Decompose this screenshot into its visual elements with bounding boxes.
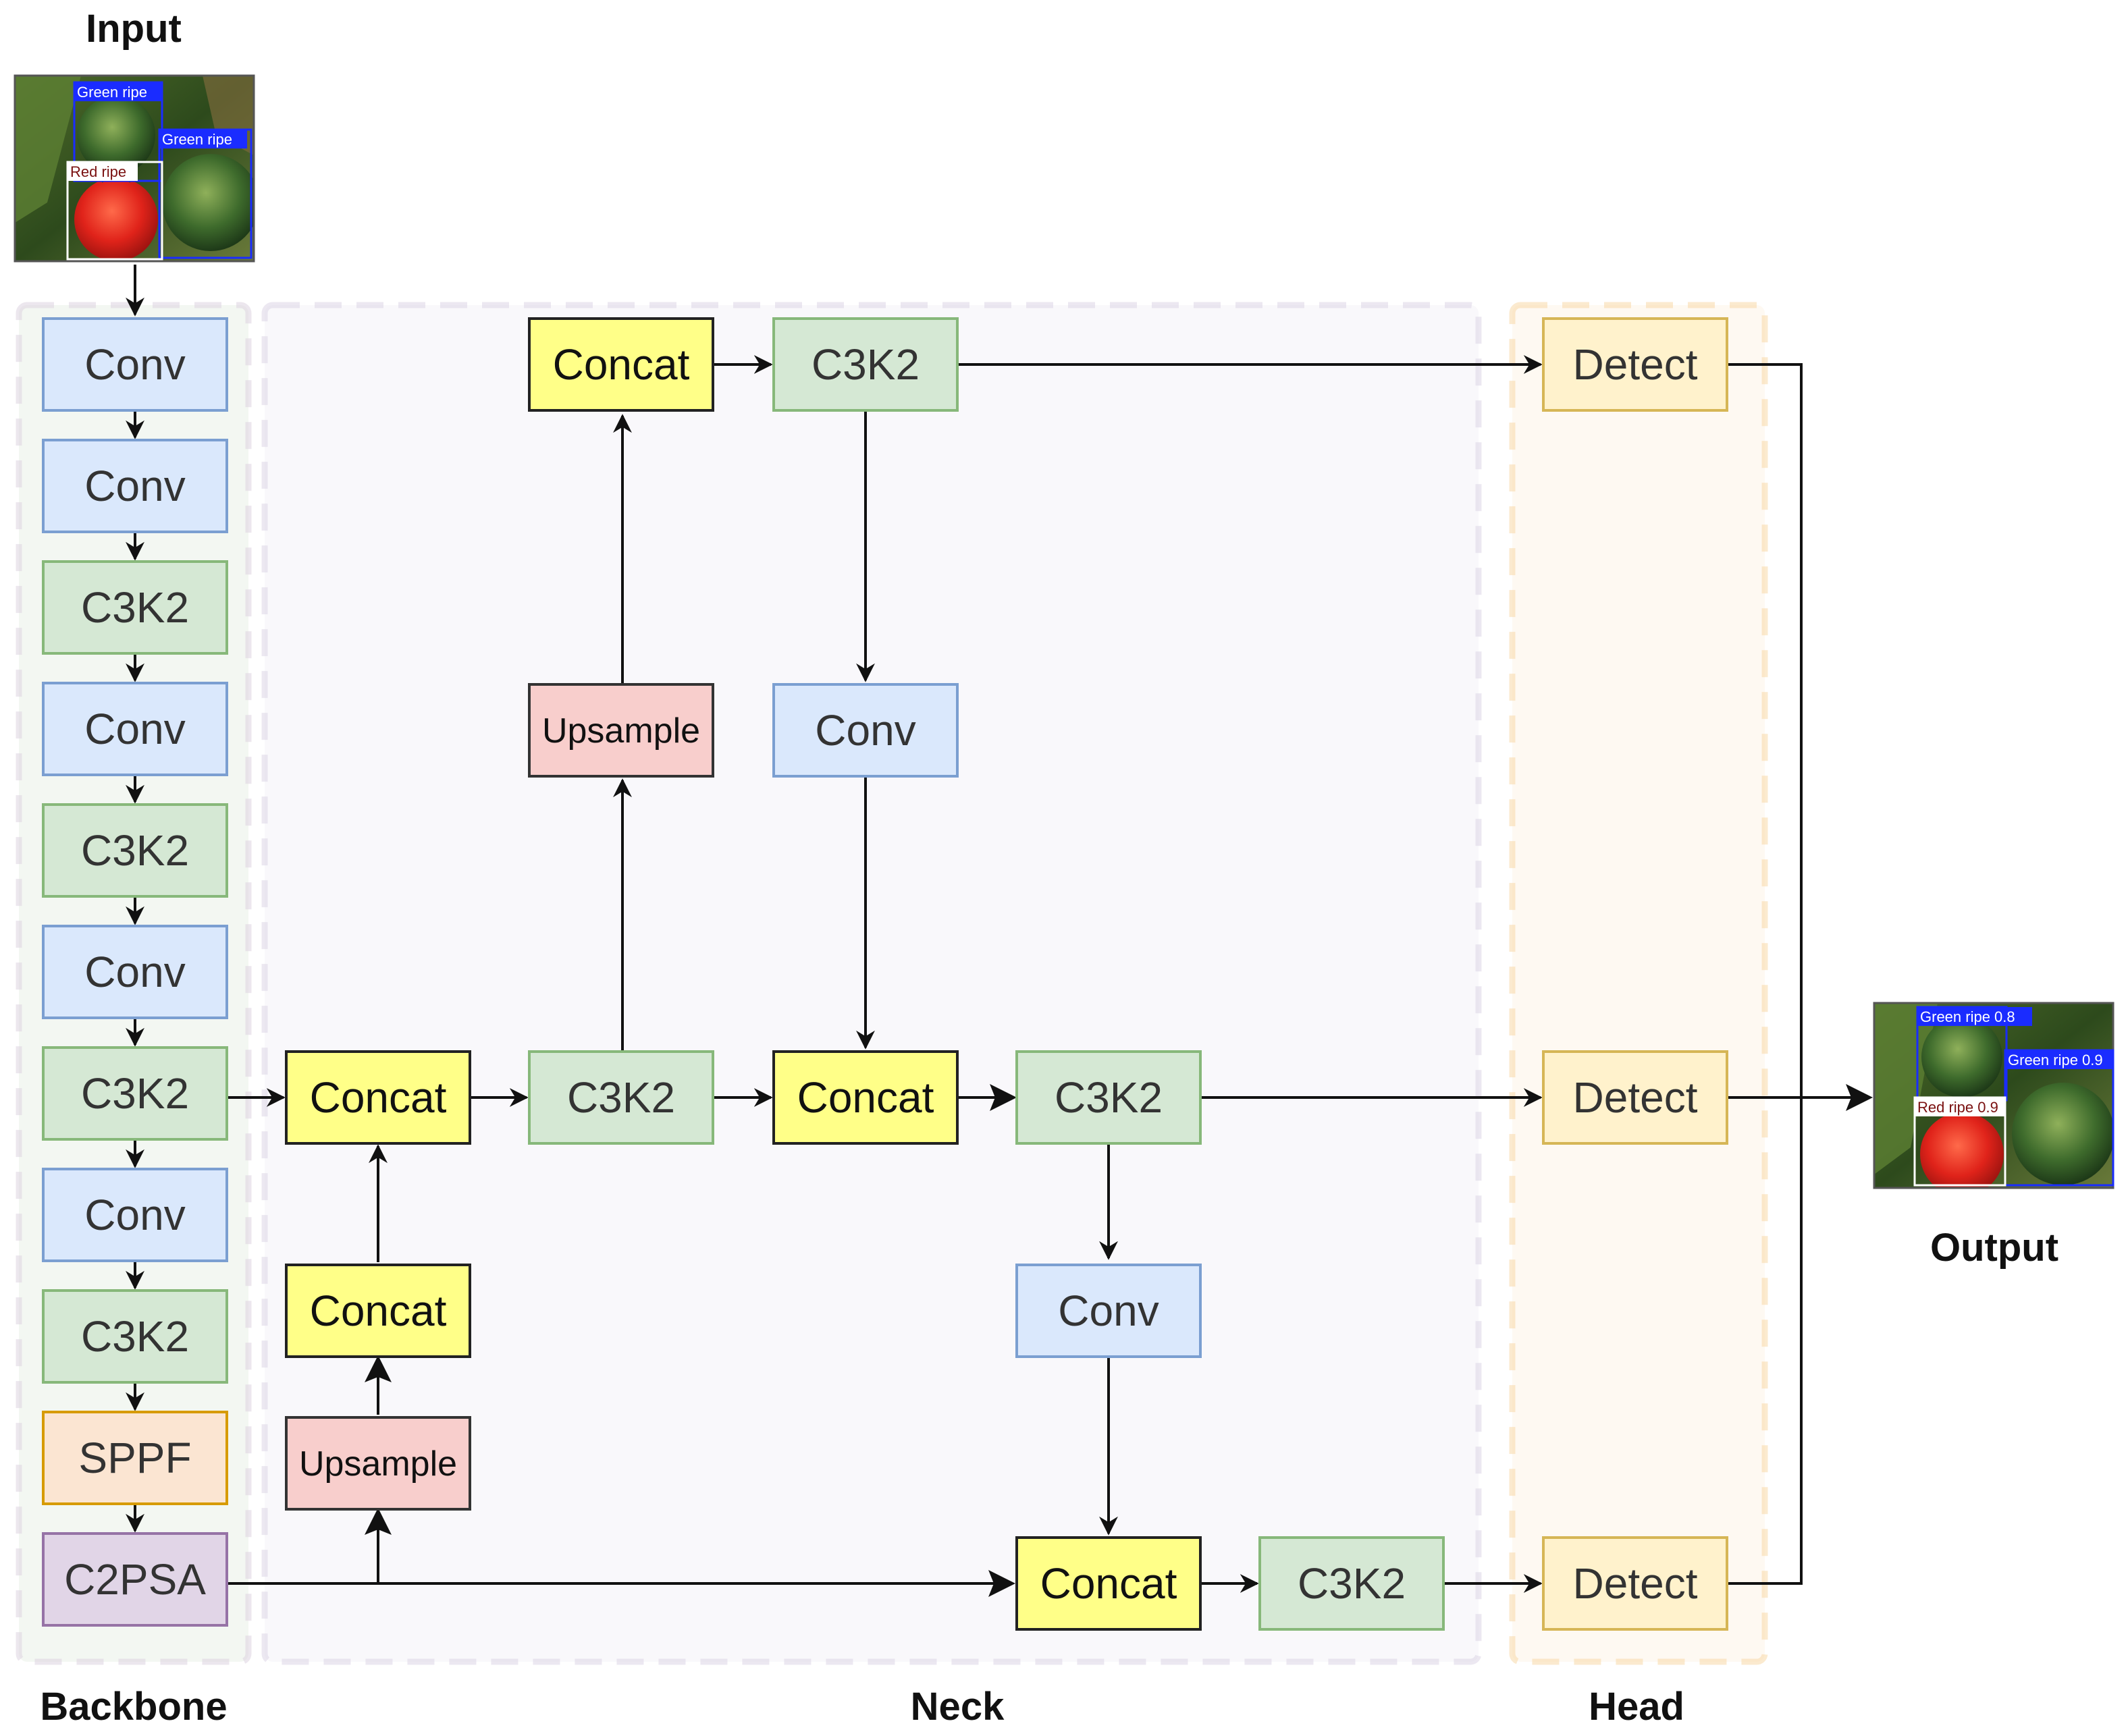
input-box-label: Green ripe bbox=[77, 84, 147, 101]
block-label: Upsample bbox=[542, 711, 700, 751]
backbone-conv-3: Conv bbox=[42, 682, 228, 776]
backbone-column: Conv Conv C3K2 Conv C3K2 Conv C3K2 Conv bbox=[42, 317, 228, 1627]
block-label: SPPF bbox=[78, 1434, 191, 1482]
head-detect-1: Detect bbox=[1542, 317, 1728, 412]
neck-c3k2-bottom: C3K2 bbox=[1258, 1536, 1445, 1631]
backbone-c3k2-4: C3K2 bbox=[42, 1289, 228, 1384]
block-label: Detect bbox=[1573, 1559, 1698, 1608]
block-label: Upsample bbox=[299, 1444, 457, 1484]
block-label: C2PSA bbox=[64, 1555, 206, 1604]
block-label: Detect bbox=[1573, 340, 1698, 389]
input-box-label: Green ripe bbox=[162, 131, 232, 148]
backbone-c2psa: C2PSA bbox=[42, 1532, 228, 1627]
neck-upsample-low: Upsample bbox=[285, 1416, 471, 1511]
head-detect-3: Detect bbox=[1542, 1536, 1728, 1631]
neck-conv-low: Conv bbox=[1015, 1264, 1202, 1358]
block-label: Concat bbox=[553, 340, 690, 389]
output-box-label: Red ripe 0.9 bbox=[1917, 1099, 1998, 1116]
block-label: Conv bbox=[84, 462, 185, 510]
block-label: Concat bbox=[310, 1286, 447, 1335]
input-box-red: Red ripe bbox=[66, 161, 163, 261]
block-label: C3K2 bbox=[1055, 1073, 1163, 1122]
block-label: Conv bbox=[84, 948, 185, 996]
block-label: Conv bbox=[815, 706, 915, 755]
input-box-label: Red ripe bbox=[70, 163, 126, 180]
head-label: Head bbox=[1589, 1685, 1684, 1729]
neck-concat-top: Concat bbox=[528, 317, 714, 412]
block-label: Conv bbox=[84, 1191, 185, 1239]
neck-upsample-mid: Upsample bbox=[528, 683, 714, 778]
neck-c3k2-b: C3K2 bbox=[1015, 1050, 1202, 1145]
neck-c3k2-top: C3K2 bbox=[772, 317, 959, 412]
block-label: C3K2 bbox=[1298, 1559, 1406, 1608]
output-image: Green ripe 0.8 Green ripe 0.9 Red ripe 0… bbox=[1873, 1002, 2114, 1189]
output-box-label: Green ripe 0.8 bbox=[1920, 1008, 2015, 1025]
input-image: Green ripe Green ripe Red ripe bbox=[14, 74, 255, 263]
backbone-conv-4: Conv bbox=[42, 925, 228, 1019]
neck-blocks: Concat C3K2 Upsample Conv Concat C3K2 Co… bbox=[285, 317, 1445, 1631]
head-detect-2: Detect bbox=[1542, 1050, 1728, 1145]
block-label: C3K2 bbox=[812, 340, 920, 389]
block-label: Conv bbox=[1058, 1286, 1159, 1335]
neck-c3k2-a: C3K2 bbox=[528, 1050, 714, 1145]
output-box-green-2: Green ripe 0.9 bbox=[2004, 1049, 2114, 1187]
block-label: C3K2 bbox=[81, 826, 189, 875]
neck-concat-bottom: Concat bbox=[1015, 1536, 1202, 1631]
neck-conv-mid: Conv bbox=[772, 683, 959, 778]
output-box-red: Red ripe 0.9 bbox=[1913, 1096, 2006, 1187]
output-box-green-1: Green ripe 0.8 bbox=[1916, 1006, 2032, 1102]
block-label: Concat bbox=[1040, 1559, 1177, 1608]
neck-concat-a: Concat bbox=[285, 1050, 471, 1145]
block-label: C3K2 bbox=[81, 1312, 189, 1361]
backbone-conv-1: Conv bbox=[42, 317, 228, 412]
head-blocks: Detect Detect Detect bbox=[1542, 317, 1728, 1631]
backbone-c3k2-1: C3K2 bbox=[42, 560, 228, 655]
neck-concat-c: Concat bbox=[285, 1264, 471, 1358]
backbone-sppf: SPPF bbox=[42, 1411, 228, 1505]
block-label: Conv bbox=[84, 340, 185, 389]
output-label: Output bbox=[1930, 1226, 2058, 1270]
head-region bbox=[1509, 302, 1768, 1665]
block-label: Detect bbox=[1573, 1073, 1698, 1122]
input-box-green-2: Green ripe bbox=[158, 128, 252, 259]
backbone-c3k2-2: C3K2 bbox=[42, 803, 228, 898]
block-label: C3K2 bbox=[81, 1069, 189, 1118]
block-label: C3K2 bbox=[81, 583, 189, 632]
block-label: Concat bbox=[310, 1073, 447, 1122]
block-label: Concat bbox=[797, 1073, 934, 1122]
neck-concat-b: Concat bbox=[772, 1050, 959, 1145]
neck-label: Neck bbox=[911, 1685, 1005, 1729]
backbone-c3k2-3: C3K2 bbox=[42, 1046, 228, 1141]
block-label: C3K2 bbox=[567, 1073, 675, 1122]
backbone-conv-2: Conv bbox=[42, 439, 228, 533]
edge-line bbox=[1727, 363, 1803, 1585]
connectors bbox=[126, 265, 1873, 1597]
input-label: Input bbox=[86, 7, 182, 51]
block-label: Conv bbox=[84, 705, 185, 753]
output-box-label: Green ripe 0.9 bbox=[2008, 1052, 2103, 1068]
backbone-label: Backbone bbox=[40, 1685, 227, 1729]
backbone-conv-5: Conv bbox=[42, 1168, 228, 1262]
